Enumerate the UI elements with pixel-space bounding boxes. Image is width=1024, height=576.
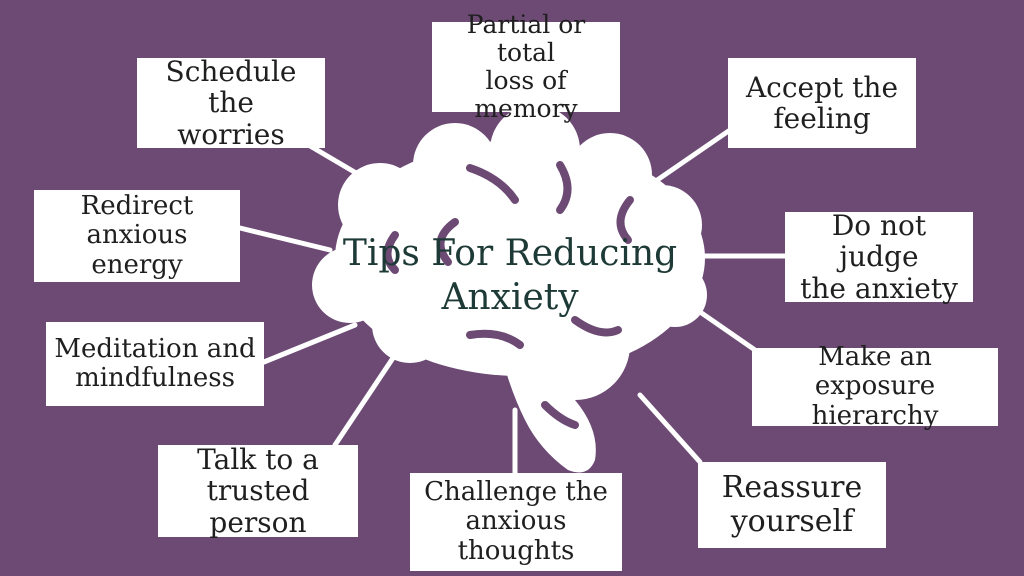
connector-redirect (237, 225, 333, 253)
tip-challenge-anxious-thoughts: Challenge the anxious thoughts (410, 473, 622, 571)
tip-talk-to-trusted-person: Talk to a trusted person (158, 444, 358, 538)
brain-illustration (312, 105, 707, 473)
tip-redirect-anxious-energy: Redirect anxious energy (34, 190, 240, 282)
connector-reassure (637, 392, 703, 465)
tip-meditation-mindfulness: Meditation and mindfulness (46, 322, 264, 406)
connector-lines (237, 109, 788, 478)
tip-accept-the-feeling: Accept the feeling (728, 58, 916, 148)
tip-schedule-the-worries: Schedule the worries (137, 56, 325, 150)
tip-reassure-yourself: Reassure yourself (698, 462, 886, 548)
connector-meditation (261, 322, 358, 365)
brain-folds (383, 161, 634, 429)
diagram-title: Tips For Reducing Anxiety (342, 233, 678, 318)
tip-do-not-judge: Do not judge the anxiety (785, 210, 973, 304)
tip-exposure-hierarchy: Make an exposure hierarchy (752, 343, 998, 430)
tip-memory: Partial or total loss of memory (432, 11, 620, 123)
connector-accept (647, 127, 733, 188)
